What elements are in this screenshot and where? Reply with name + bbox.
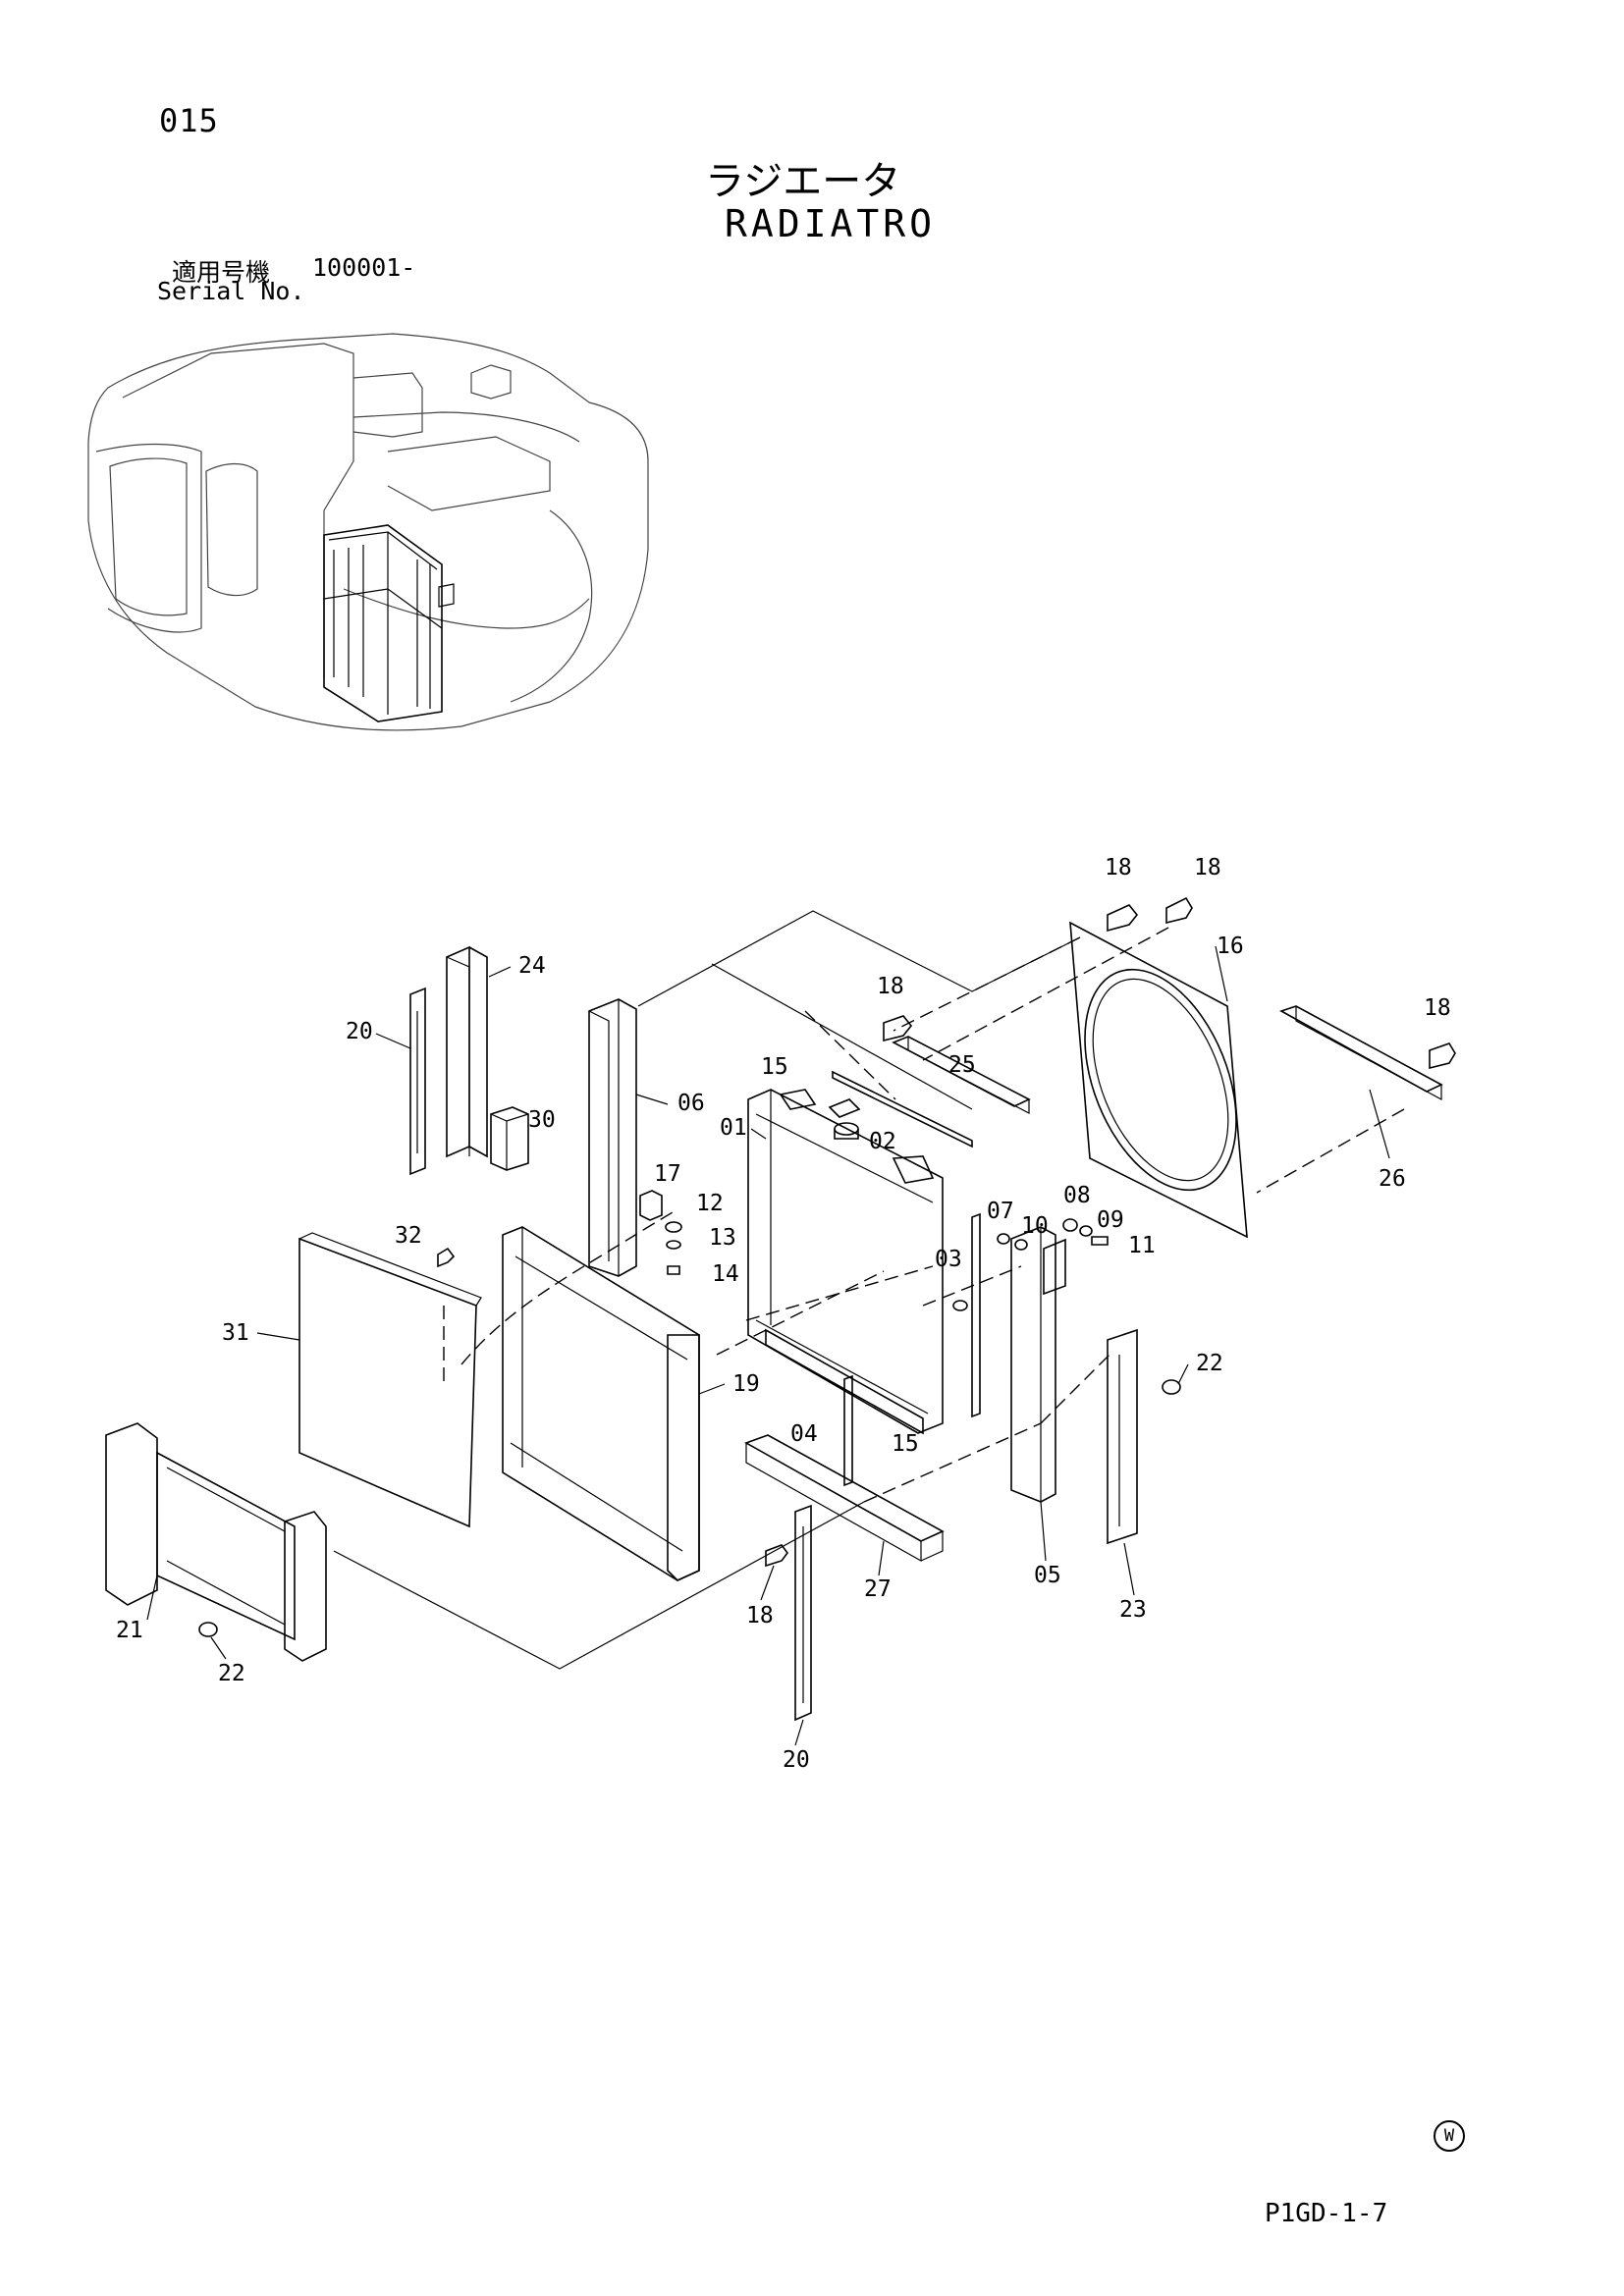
part-label-30: 30 [528,1107,556,1133]
part-label-10: 10 [1021,1213,1049,1239]
label-leaders [146,945,1390,1746]
part-label-15-bottom: 15 [892,1431,919,1457]
reference-lines [333,910,1405,1670]
part-label-20-b: 20 [783,1747,810,1773]
part-label-18-e: 18 [746,1603,774,1629]
part-label-22-b: 22 [1196,1351,1223,1376]
part-cap-02 [828,1098,861,1140]
part-angle-26 [1279,1005,1443,1101]
part-member-05 [1010,1226,1066,1503]
part-label-15-top: 15 [761,1054,788,1080]
w-mark-icon: W [1434,2120,1465,2152]
part-plate-20-left [409,987,426,1176]
part-shroud-16 [1069,921,1248,1239]
part-stay-24 [446,945,488,1158]
part-intercooler-21 [105,1422,327,1662]
part-label-09: 09 [1097,1207,1124,1233]
part-radiator-01 [747,1089,944,1435]
part-label-22-a: 22 [218,1661,245,1686]
part-label-18-b: 18 [1194,855,1221,881]
part-label-01: 01 [720,1115,747,1141]
part-label-31: 31 [222,1320,249,1346]
page-number: 015 [159,102,219,139]
part-seal-15 [832,1070,981,1418]
part-label-14: 14 [712,1261,739,1287]
part-label-16: 16 [1217,934,1244,959]
part-label-07: 07 [987,1199,1014,1224]
part-label-18-a: 18 [1105,855,1132,881]
part-label-18-c: 18 [877,974,904,999]
part-label-24: 24 [518,953,546,979]
part-label-11: 11 [1128,1233,1156,1258]
part-plate-20-bottom [794,1504,812,1722]
serial-range: 100001- [312,253,416,282]
part-frame-19 [502,1226,700,1581]
bolts-07-11 [997,1218,1109,1251]
serial-label-english: Serial No. [157,277,305,305]
part-label-27: 27 [864,1576,892,1602]
part-03-04 [843,1300,968,1487]
part-label-26: 26 [1379,1166,1406,1192]
part-screw-32 [437,1247,456,1268]
bolts-18 [765,896,1456,1568]
part-plate-23 [1107,1328,1138,1545]
part-label-17: 17 [654,1161,681,1187]
part-label-18-d: 18 [1424,995,1451,1021]
page-title-english: RADIATRO [725,202,937,245]
part-label-19: 19 [732,1371,760,1397]
part-label-02: 02 [869,1129,896,1154]
document-code: P1GD-1-7 [1265,2199,1388,2228]
part-label-13: 13 [709,1225,736,1251]
part-beam-27 [744,1434,945,1563]
part-label-06: 06 [677,1091,705,1116]
part-cover-31 [298,1232,482,1528]
part-label-20-a: 20 [346,1019,373,1044]
part-bar-25 [892,1036,1031,1114]
part-number-labels: 01 02 03 04 05 06 07 08 09 10 11 12 13 1… [116,855,1451,1773]
part-member-06 [588,998,637,1277]
part-label-32: 32 [395,1223,422,1249]
part-label-12: 12 [696,1191,724,1216]
page-title-japanese: ラジエータ [705,159,901,204]
part-block-30 [490,1106,529,1171]
part-label-04: 04 [790,1421,818,1447]
part-label-08: 08 [1063,1183,1091,1208]
part-label-23: 23 [1119,1597,1147,1623]
part-label-05: 05 [1034,1563,1061,1588]
part-label-03: 03 [935,1247,962,1272]
part-label-21: 21 [116,1618,143,1643]
nuts-22 [198,1379,1181,1637]
excavator-overview [87,333,649,731]
serial-label-japanese: 適用号機 [172,258,271,287]
part-label-25: 25 [948,1052,976,1078]
small-fittings-17-14 [639,1190,682,1275]
